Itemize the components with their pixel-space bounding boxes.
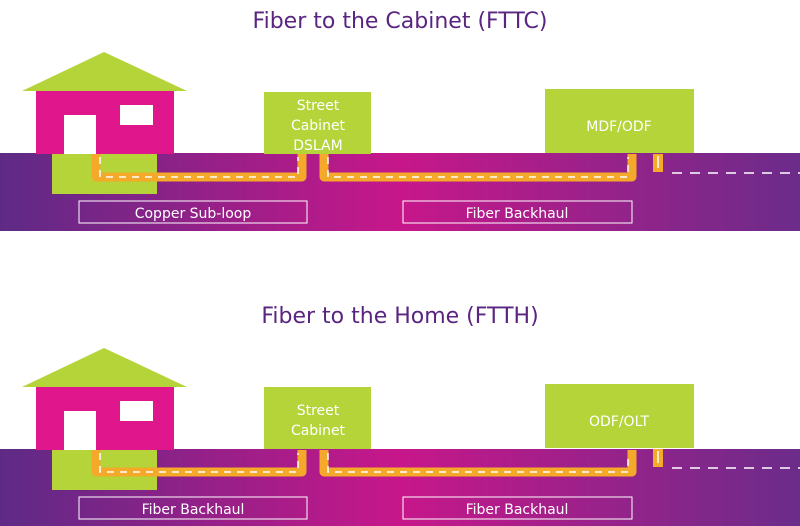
segment-label-left: Fiber Backhaul bbox=[142, 502, 245, 518]
segment-box-left bbox=[78, 200, 308, 224]
house-wall bbox=[36, 387, 174, 450]
house-icon bbox=[22, 348, 187, 490]
exchange-label: ODF/OLT bbox=[589, 414, 649, 430]
street-cabinet-box bbox=[264, 387, 371, 449]
house-icon bbox=[22, 52, 187, 194]
segment-box-right bbox=[402, 200, 633, 224]
cabinet-label-line: Street bbox=[297, 98, 340, 114]
house-window bbox=[120, 105, 153, 125]
segment-box-left bbox=[78, 496, 308, 520]
cabinet-label-line: DSLAM bbox=[293, 138, 342, 154]
cable-right-dash bbox=[327, 453, 629, 473]
segment-label-right: Fiber Backhaul bbox=[466, 502, 569, 518]
cabinet-label-line: Cabinet bbox=[291, 423, 346, 439]
exchange-box bbox=[545, 384, 694, 448]
fttc-title: Fiber to the Cabinet (FTTC) bbox=[253, 9, 548, 34]
exchange-box bbox=[545, 89, 694, 153]
house-wall bbox=[36, 91, 174, 154]
house-door bbox=[64, 411, 96, 450]
cable-left-dash bbox=[99, 453, 299, 473]
house-roof bbox=[22, 52, 187, 91]
fttc-diagram: Fiber to the Cabinet (FTTC) Street Cabin… bbox=[0, 9, 800, 231]
street-cabinet-box bbox=[264, 92, 371, 154]
house-window bbox=[120, 401, 153, 421]
segment-label-left: Copper Sub-loop bbox=[135, 206, 252, 222]
house-roof bbox=[22, 348, 187, 387]
segment-box-right bbox=[402, 496, 633, 520]
exchange-label: MDF/ODF bbox=[586, 119, 651, 135]
cabinet-label-line: Street bbox=[297, 403, 340, 419]
cable-left-dash bbox=[99, 157, 299, 178]
segment-label-right: Fiber Backhaul bbox=[466, 206, 569, 222]
ftth-diagram: Fiber to the Home (FTTH) Street Cabinet … bbox=[0, 304, 800, 526]
cabinet-label-line: Cabinet bbox=[291, 118, 346, 134]
ftth-title: Fiber to the Home (FTTH) bbox=[261, 304, 538, 329]
house-door bbox=[64, 115, 96, 154]
cable-right-dash bbox=[327, 157, 629, 178]
